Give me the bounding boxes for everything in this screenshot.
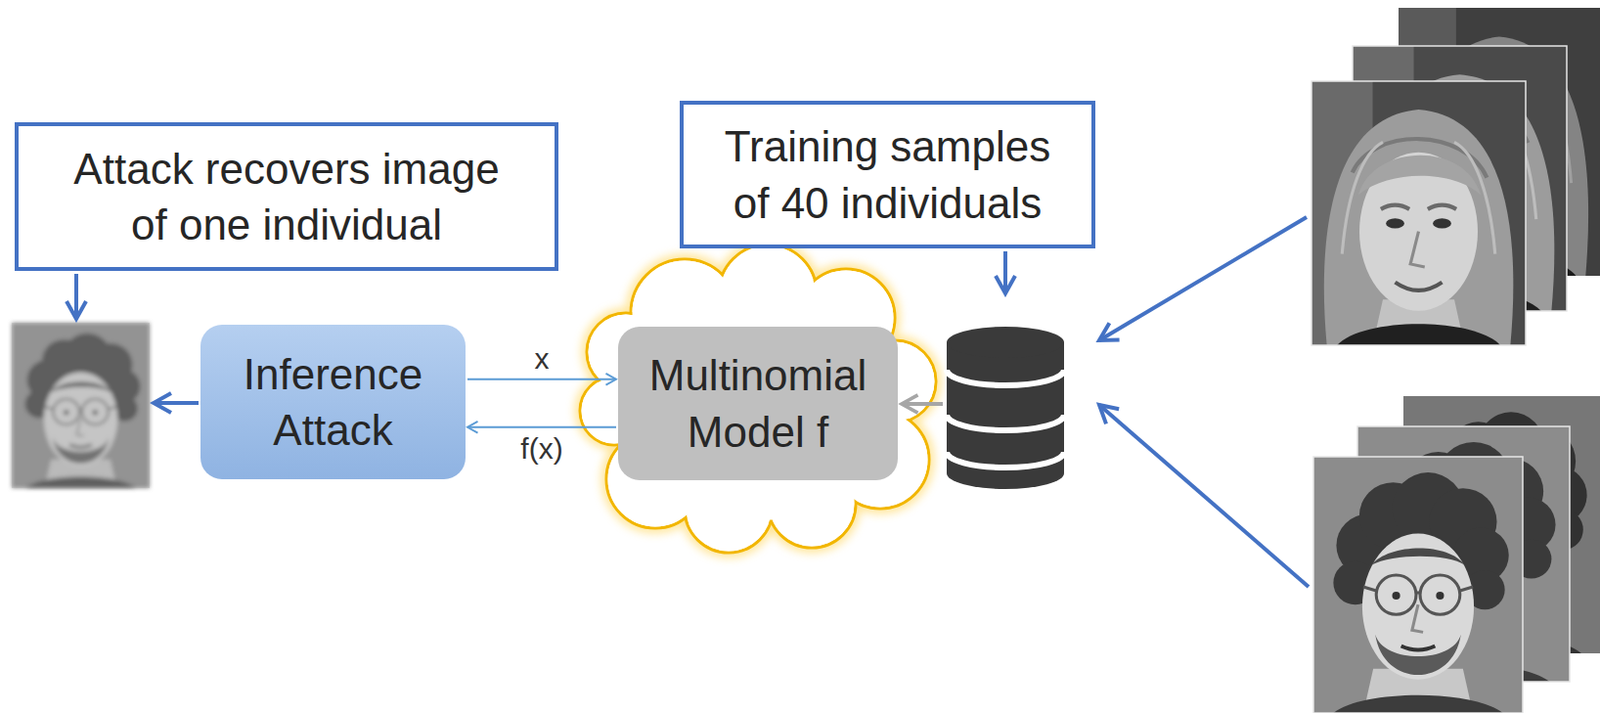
face-photo-stack <box>1311 7 1600 346</box>
node-text: Attack recovers image of one individual <box>64 140 510 253</box>
node-text: Multinomial Model f <box>638 347 879 459</box>
cloud-shape <box>579 244 936 553</box>
pointer-arrow <box>76 217 1309 587</box>
node-text: Inference Attack <box>222 346 444 458</box>
process-box: Inference Attack <box>200 324 466 480</box>
edge-label: x <box>534 341 550 377</box>
recovered-face <box>11 322 150 489</box>
callout-box: Training samples of 40 individuals <box>679 100 1096 249</box>
connector-arrow <box>467 378 617 381</box>
face-photo-stack <box>1313 396 1600 713</box>
node-text: Training samples of 40 individuals <box>709 118 1067 230</box>
database-icon <box>946 326 1065 489</box>
connector-arrow <box>467 426 617 429</box>
model-box: Multinomial Model f <box>618 326 898 481</box>
edge-label: f(x) <box>520 431 563 467</box>
data-flow-arrow <box>901 401 943 406</box>
callout-box: Attack recovers image of one individual <box>14 122 559 271</box>
